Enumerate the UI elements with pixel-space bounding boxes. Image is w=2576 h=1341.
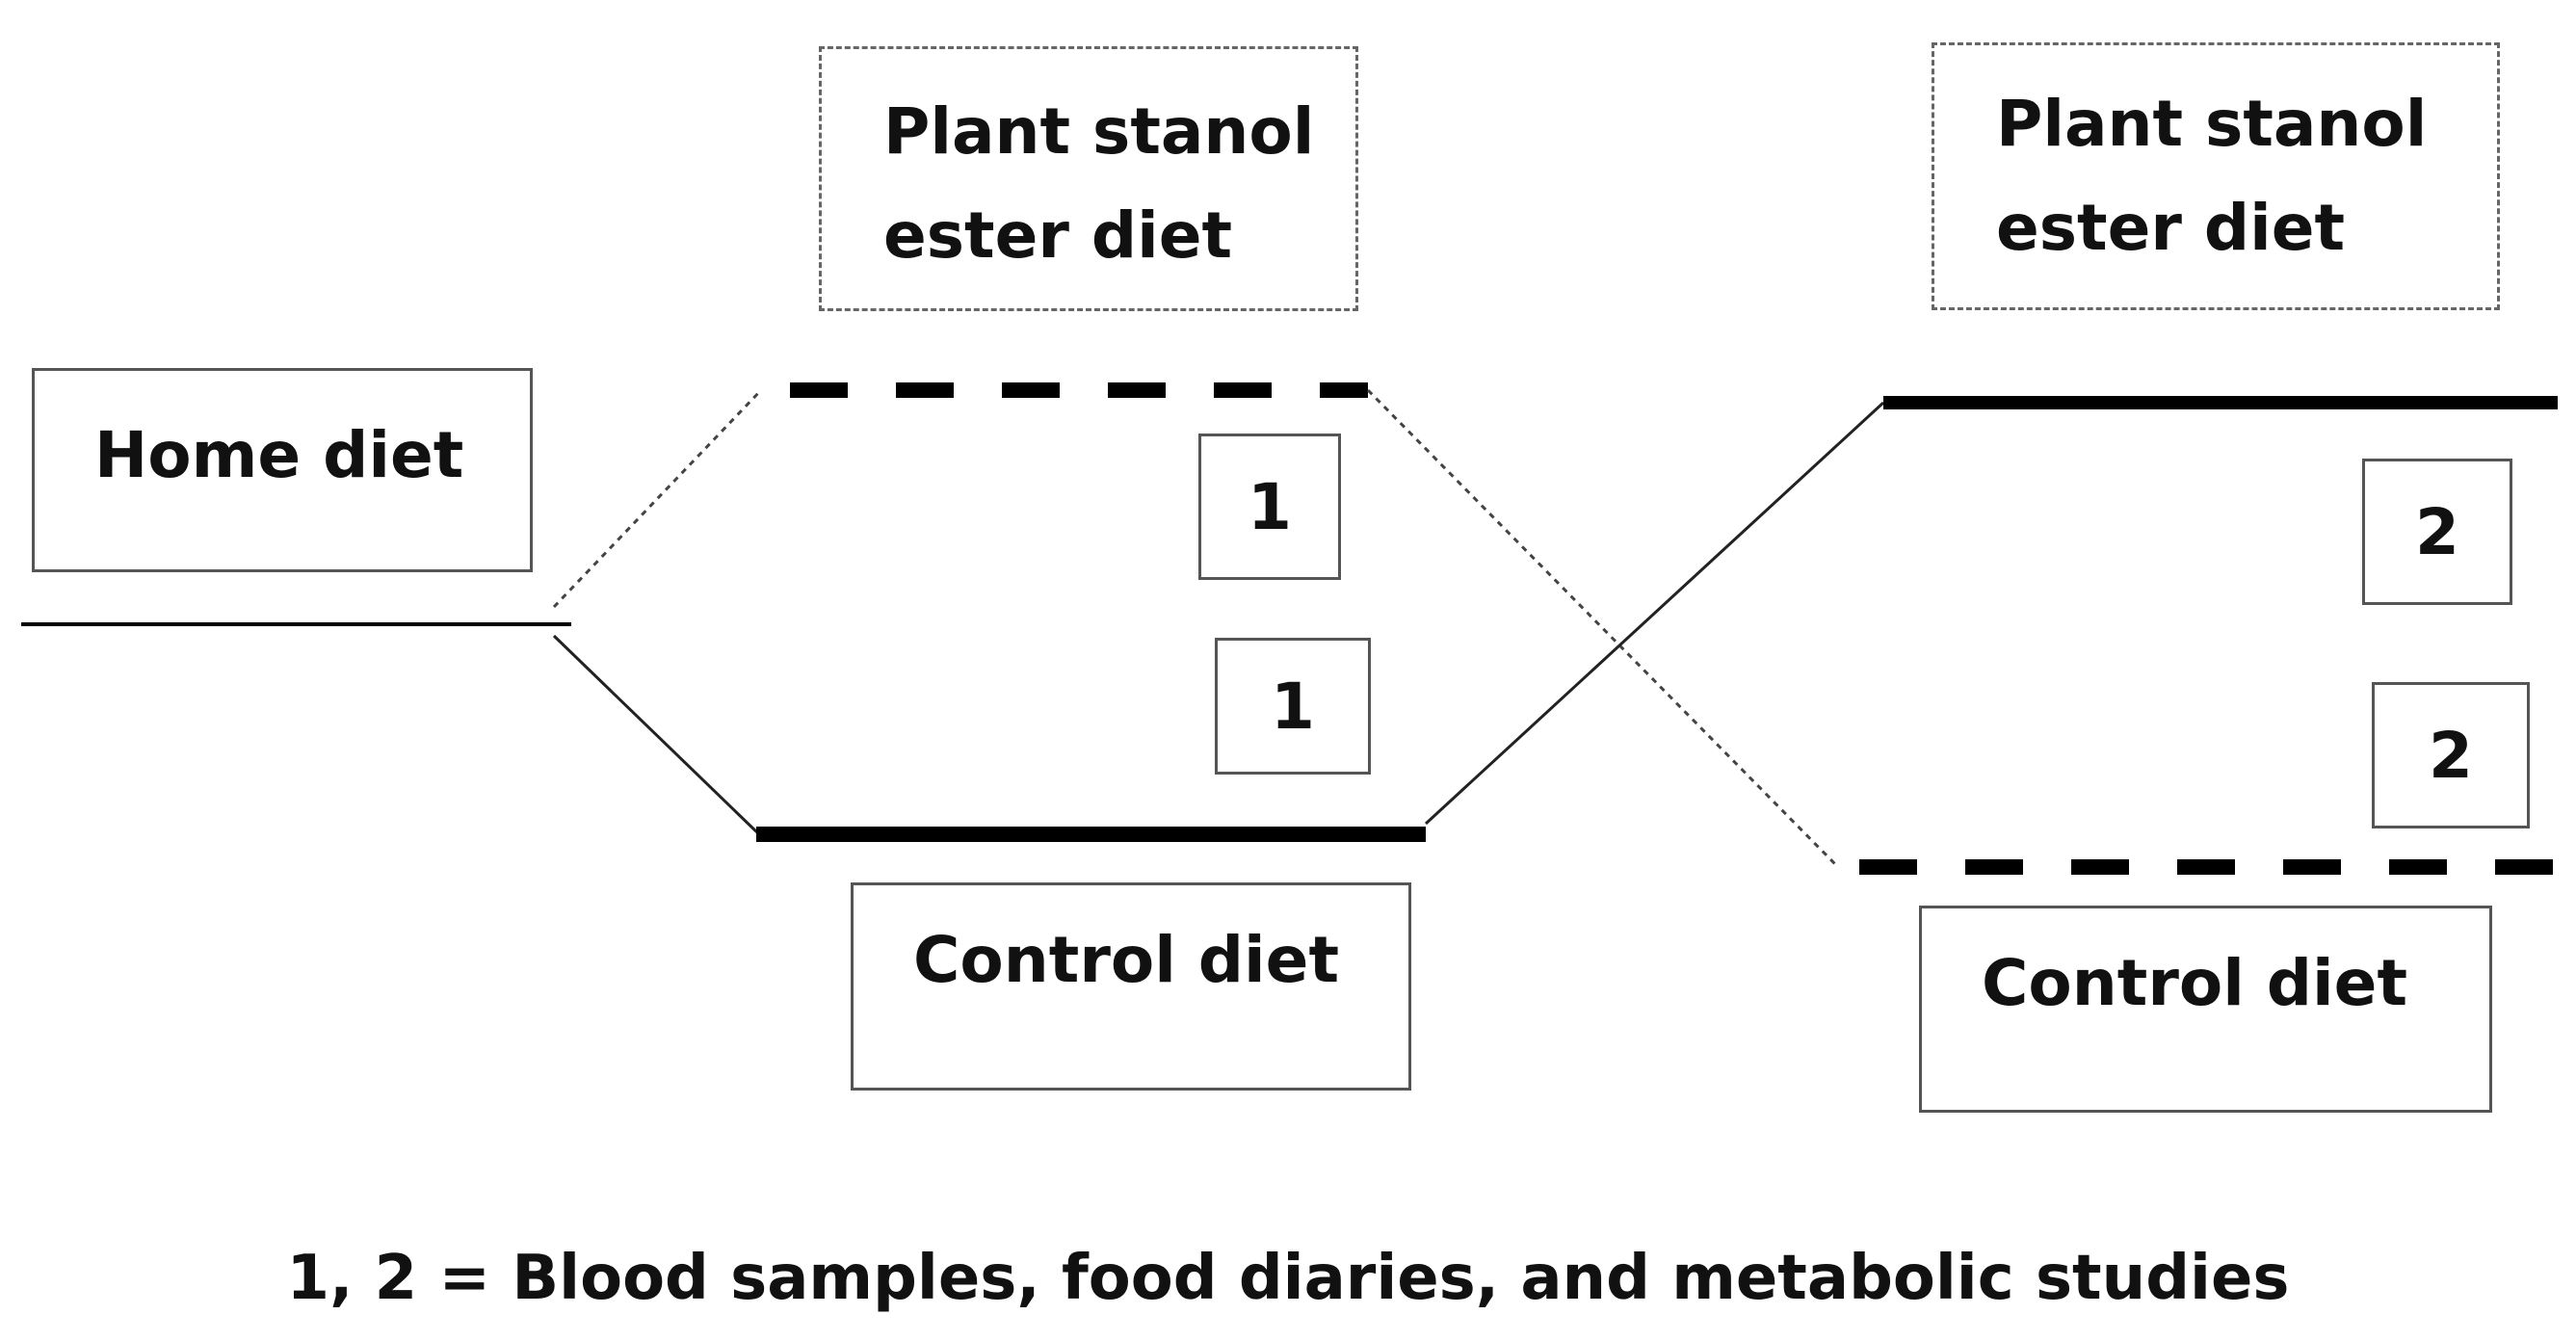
marker-period1-upper: 1 <box>1198 434 1341 580</box>
crossover-control-to-stanol <box>1424 401 1885 826</box>
stanol-period1-line2: ester diet <box>883 198 1233 273</box>
legend-caption: 1, 2 = Blood samples, food diaries, and … <box>286 1243 2290 1314</box>
stanol-period1-line1: Plant stanol <box>883 94 1315 169</box>
stanol-diet-box-period1: Plant stanol ester diet <box>819 46 1358 311</box>
marker-period2-lower: 2 <box>2372 682 2530 828</box>
marker-period2-upper: 2 <box>2362 459 2512 605</box>
stanol-period2-line2: ester diet <box>1996 191 2346 265</box>
branch-to-control-period1 <box>552 634 761 836</box>
control-diet-box-period2: Control diet <box>1919 906 2492 1113</box>
branch-to-stanol-period1 <box>552 388 763 609</box>
crossover-stanol-to-control <box>1366 388 1837 866</box>
home-diet-box: Home diet <box>32 368 533 572</box>
control-period1-label: Control diet <box>913 923 1339 997</box>
control-period2-label: Control diet <box>1982 946 2407 1020</box>
stanol-diet-box-period2: Plant stanol ester diet <box>1932 42 2500 310</box>
stanol-period2-line1: Plant stanol <box>1996 87 2428 161</box>
control-diet-box-period1: Control diet <box>851 882 1411 1091</box>
home-diet-label: Home diet <box>94 418 464 492</box>
marker-period1-lower: 1 <box>1215 638 1371 775</box>
